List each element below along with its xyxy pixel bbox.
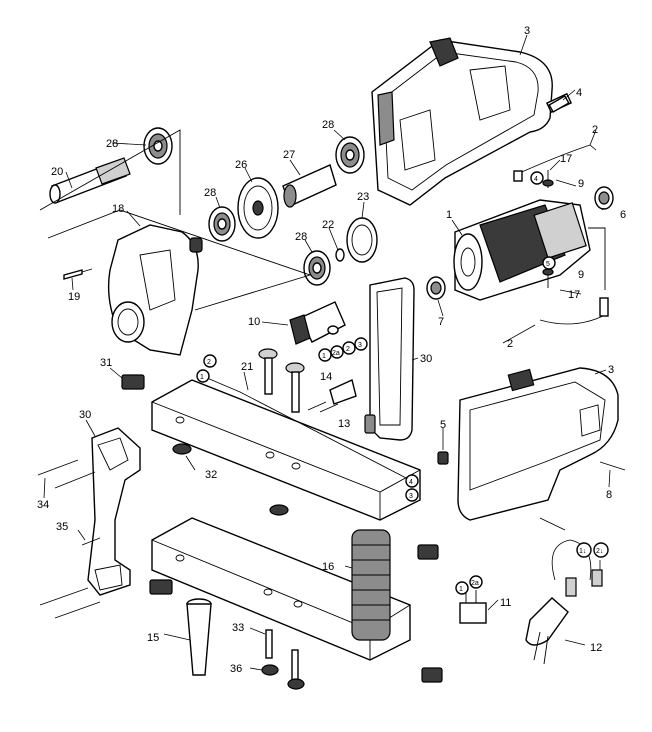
housing-lower bbox=[457, 367, 619, 521]
bearing-28-c bbox=[208, 206, 236, 242]
motor-armature-1 bbox=[453, 199, 591, 301]
label-8: 8 bbox=[606, 489, 612, 501]
label-14: 14 bbox=[320, 371, 332, 383]
wire-2-lower bbox=[539, 297, 609, 325]
wire-2-upper bbox=[513, 144, 597, 182]
label-20: 20 bbox=[51, 166, 63, 178]
wire-marker-4-rail: 4 bbox=[409, 479, 413, 486]
label-11: 11 bbox=[500, 597, 511, 609]
part-labels: 3 4 2 28 20 28 26 27 17 9 28 23 6 18 1 2… bbox=[37, 25, 626, 675]
label-32: 32 bbox=[205, 469, 217, 481]
wire-marker-4-top: 4 bbox=[534, 176, 538, 183]
wire-marker-3-rail: 3 bbox=[409, 493, 413, 500]
handle-30-right bbox=[364, 277, 415, 441]
bearing-28-a bbox=[143, 127, 173, 165]
wire-marker-1-brush: 1 bbox=[459, 586, 463, 593]
label-7: 7 bbox=[438, 316, 444, 328]
label-9-top: 9 bbox=[578, 178, 584, 190]
label-23: 23 bbox=[357, 191, 369, 203]
switch-10 bbox=[289, 301, 346, 345]
label-2-bottom: 2 bbox=[507, 338, 513, 350]
wire-marker-2-cord: 2↓ bbox=[596, 548, 603, 555]
wire-markers: 4 5 1 2a 2 3 2 1 4 3 1 2a 1↓ 2↓ bbox=[196, 171, 609, 595]
leader-lines bbox=[43, 34, 611, 671]
label-33: 33 bbox=[232, 622, 244, 634]
screw-13 bbox=[307, 401, 339, 413]
label-31: 31 bbox=[100, 357, 112, 369]
label-28-a: 28 bbox=[106, 138, 118, 150]
gear-23 bbox=[346, 217, 378, 263]
label-17-bottom: 17 bbox=[568, 289, 580, 301]
ring-22 bbox=[335, 248, 345, 262]
label-9-bottom: 9 bbox=[578, 269, 584, 281]
bearing-7 bbox=[426, 276, 446, 300]
foot-32 bbox=[172, 443, 192, 455]
label-5: 5 bbox=[440, 419, 446, 431]
label-34: 34 bbox=[37, 499, 49, 511]
label-6: 6 bbox=[620, 209, 626, 221]
bearing-28-d bbox=[303, 250, 331, 286]
label-28-c: 28 bbox=[204, 187, 216, 199]
label-2-top: 2 bbox=[592, 124, 598, 136]
bearing-6 bbox=[594, 186, 614, 210]
screw-19 bbox=[63, 268, 93, 280]
label-16: 16 bbox=[322, 561, 334, 573]
label-15: 15 bbox=[147, 632, 159, 644]
gear-housing-18 bbox=[107, 224, 203, 356]
power-cord-12 bbox=[525, 539, 603, 665]
bearing-28-b bbox=[335, 136, 365, 174]
wire-marker-5: 5 bbox=[546, 261, 550, 268]
label-1: 1 bbox=[446, 209, 452, 221]
wire-marker-2a: 2a bbox=[332, 350, 340, 357]
label-13: 13 bbox=[338, 418, 350, 430]
spindle-20 bbox=[49, 157, 131, 204]
label-26: 26 bbox=[235, 159, 247, 171]
label-4: 4 bbox=[576, 87, 582, 99]
wire-marker-3: 3 bbox=[358, 342, 362, 349]
spring-16 bbox=[351, 529, 391, 641]
gear-26 bbox=[237, 177, 279, 239]
screw-housing-lower bbox=[539, 517, 566, 531]
label-36: 36 bbox=[230, 663, 242, 675]
foot-lower bbox=[269, 504, 289, 516]
label-27: 27 bbox=[283, 149, 295, 161]
pinion-27 bbox=[282, 164, 337, 208]
label-19: 19 bbox=[68, 291, 80, 303]
pin-4 bbox=[548, 95, 570, 113]
part-5 bbox=[437, 451, 449, 465]
label-3-bottom: 3 bbox=[608, 364, 614, 376]
wire-marker-1-cord: 1↓ bbox=[579, 548, 586, 555]
label-35: 35 bbox=[56, 521, 68, 533]
label-22: 22 bbox=[322, 219, 334, 231]
wire-marker-2a-brush: 2a bbox=[471, 580, 479, 587]
leg-15 bbox=[186, 598, 212, 676]
knobs-rail bbox=[258, 348, 305, 413]
label-18: 18 bbox=[112, 203, 124, 215]
screws-34-35 bbox=[37, 459, 101, 619]
wire-marker-1-switch: 1 bbox=[322, 353, 326, 360]
caps bbox=[121, 374, 443, 683]
label-28-b: 28 bbox=[322, 119, 334, 131]
label-17-top: 17 bbox=[560, 153, 572, 165]
handle-30-left bbox=[87, 427, 141, 596]
wire-marker-2-rail: 2 bbox=[207, 359, 211, 366]
wire-marker-2: 2 bbox=[346, 346, 350, 353]
screw-8 bbox=[599, 461, 626, 471]
label-10: 10 bbox=[248, 316, 260, 328]
screws-17-9 bbox=[542, 170, 554, 288]
brush-11 bbox=[459, 590, 487, 624]
label-3-top: 3 bbox=[524, 25, 530, 37]
wire-marker-1-rail: 1 bbox=[200, 374, 204, 381]
bracket-14 bbox=[329, 379, 357, 405]
label-21: 21 bbox=[241, 361, 253, 373]
label-30-left: 30 bbox=[79, 409, 91, 421]
bolts-33-36 bbox=[261, 629, 305, 690]
label-30-right: 30 bbox=[420, 353, 432, 365]
label-12: 12 bbox=[590, 642, 602, 654]
label-28-d: 28 bbox=[295, 231, 307, 243]
